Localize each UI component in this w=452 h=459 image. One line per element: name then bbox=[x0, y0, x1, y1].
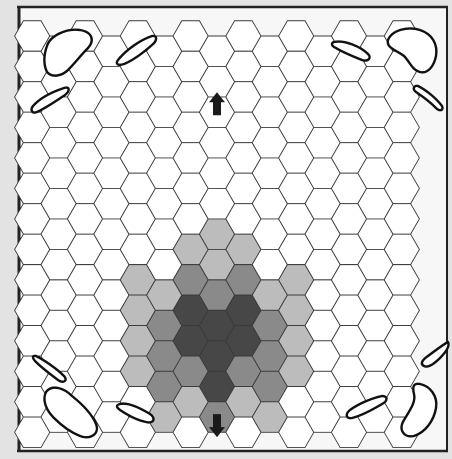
hex-grid bbox=[15, 21, 420, 448]
